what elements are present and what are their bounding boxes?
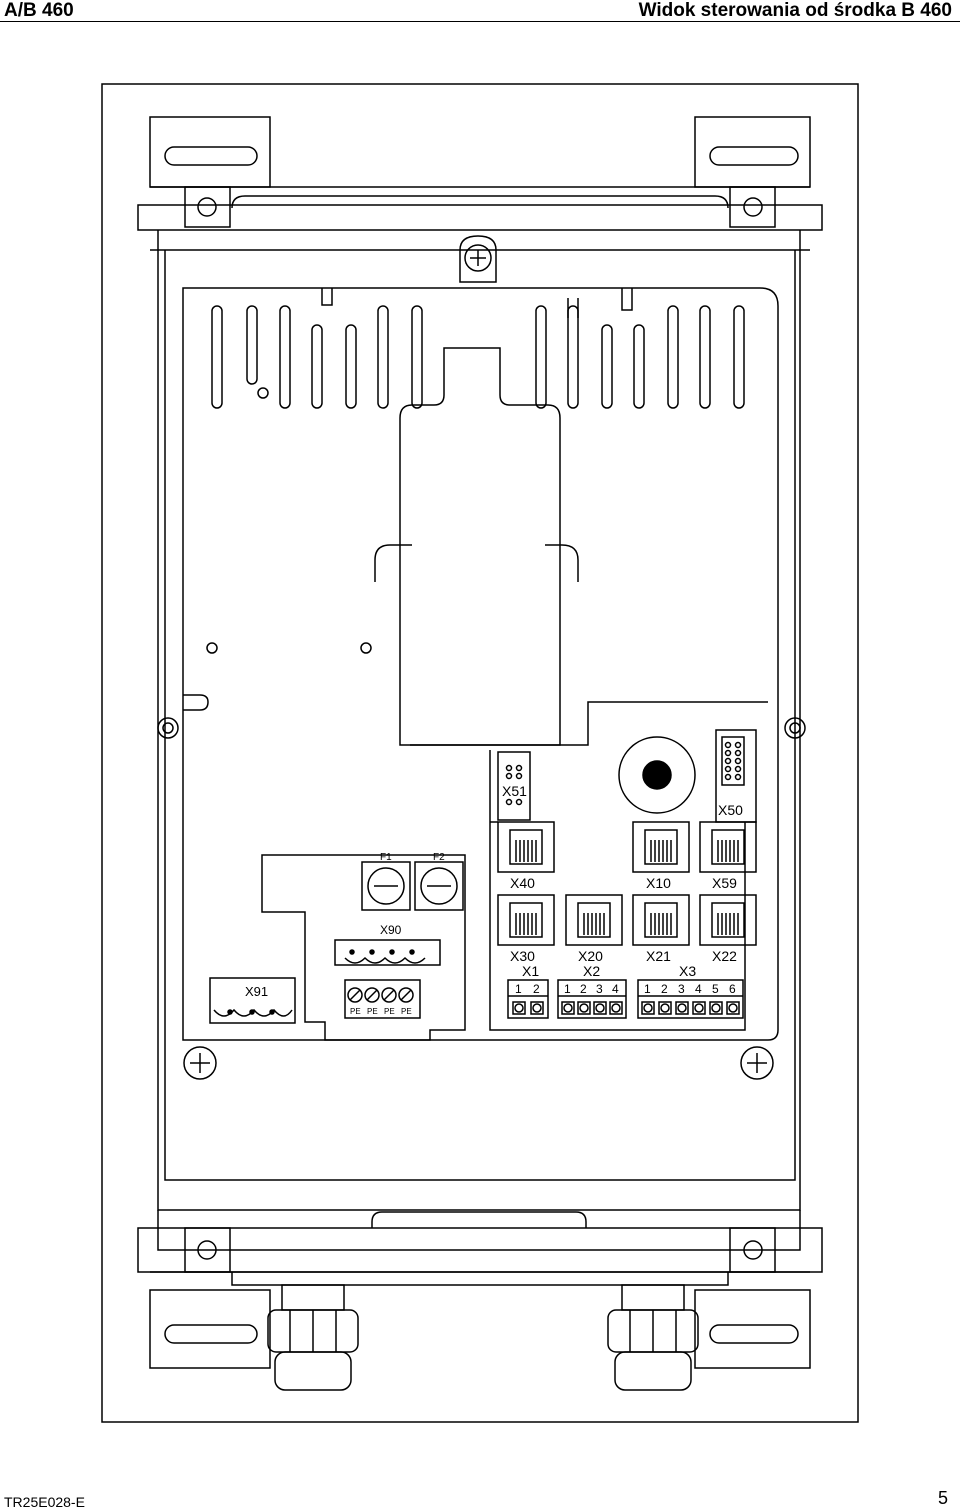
label-x3: X3: [679, 963, 696, 979]
terminal-number: 5: [712, 982, 719, 996]
terminal-number: 1: [564, 982, 571, 996]
label-x90: X90: [380, 923, 402, 937]
label-x21: X21: [646, 948, 671, 964]
terminal-strip-x1: [507, 979, 549, 1019]
side-screw-right: [784, 717, 806, 739]
housing-top-bar: [137, 186, 823, 251]
label-x2: X2: [583, 963, 600, 979]
lower-screw-left: [183, 1046, 217, 1080]
connector-x51: [497, 751, 531, 821]
terminal-number: 3: [596, 982, 603, 996]
outer-frame: [101, 83, 859, 1423]
label-f1: F1: [380, 852, 392, 863]
pe-label: PE: [367, 1007, 378, 1016]
rj-socket-x22: [699, 894, 757, 946]
mounting-tab-top-right: [694, 116, 811, 188]
rj-socket-x20: [565, 894, 623, 946]
rj-socket-x30: [497, 894, 555, 946]
terminal-number: 2: [580, 982, 587, 996]
mounting-tab-bottom-left: [149, 1289, 271, 1369]
header-title-right: Widok sterowania od środka B 460: [638, 0, 952, 21]
cable-gland-right: [607, 1284, 699, 1391]
inner-plate: [182, 287, 779, 1041]
pe-terminal-block: [344, 979, 421, 1019]
label-x51: X51: [502, 783, 527, 799]
top-screw: [459, 235, 497, 283]
label-x30: X30: [510, 948, 535, 964]
pe-label: PE: [401, 1007, 412, 1016]
terminal-number: 6: [729, 982, 736, 996]
buzzer: [618, 736, 696, 814]
housing-bottom-bar: [137, 1211, 823, 1286]
pe-label: PE: [384, 1007, 395, 1016]
rj-socket-x59: [699, 821, 757, 873]
terminal-strip-x3: [637, 979, 744, 1019]
connector-x91: [209, 977, 296, 1024]
label-f2: F2: [433, 852, 445, 863]
side-screw-left: [157, 717, 179, 739]
label-x10: X10: [646, 875, 671, 891]
label-x22: X22: [712, 948, 737, 964]
pe-label: PE: [350, 1007, 361, 1016]
terminal-number: 2: [533, 982, 540, 996]
terminal-number: 4: [695, 982, 702, 996]
label-x1: X1: [522, 963, 539, 979]
terminal-strip-x2: [557, 979, 627, 1019]
connector-x90: [334, 939, 441, 966]
header-title-left: A/B 460: [4, 0, 74, 21]
cable-gland-left: [267, 1284, 359, 1391]
terminal-number: 3: [678, 982, 685, 996]
mounting-tab-bottom-right: [694, 1289, 811, 1369]
label-x91: X91: [245, 984, 268, 999]
mounting-tab-top-left: [149, 116, 271, 188]
label-x50: X50: [718, 802, 743, 818]
pcb-board: [261, 750, 746, 1041]
rj-socket-x10: [632, 821, 690, 873]
fuse-f2: [414, 861, 464, 911]
rj-socket-x40: [497, 821, 555, 873]
terminal-number: 1: [644, 982, 651, 996]
rj-socket-x21: [632, 894, 690, 946]
document-code: TR25E028-E: [4, 1494, 85, 1510]
fuse-f1: [361, 861, 411, 911]
terminal-number: 1: [515, 982, 522, 996]
terminal-number: 4: [612, 982, 619, 996]
page-number: 5: [937, 1488, 948, 1508]
label-x59: X59: [712, 875, 737, 891]
lower-screw-right: [740, 1046, 774, 1080]
label-x20: X20: [578, 948, 603, 964]
terminal-number: 2: [661, 982, 668, 996]
label-x40: X40: [510, 875, 535, 891]
header-rule: [0, 21, 960, 22]
